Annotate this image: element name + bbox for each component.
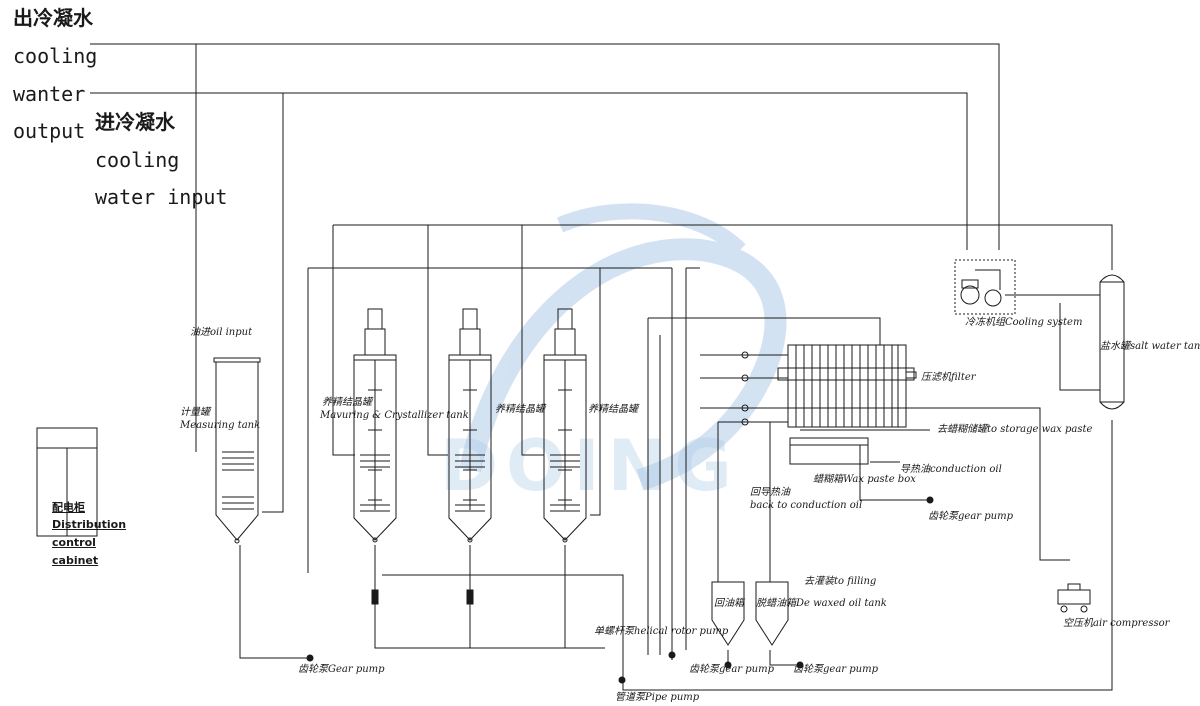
cabinet-label-en-3: cabinet [52, 554, 99, 567]
cooling-water-output-en-1: cooling [13, 44, 98, 68]
piping [90, 43, 1113, 691]
to-filling-label: 去灌装to filling [804, 576, 877, 587]
measuring-tank [213, 357, 261, 544]
salt-water-tank-label: 盐水罐salt water tank [1100, 341, 1200, 352]
cooling-water-input-zh: 进冷凝水 [95, 110, 175, 134]
cooling-water-output-en-3: output [13, 119, 86, 143]
cooling-system-unit [954, 259, 1016, 315]
cooling-water-input-en-2: water input [95, 185, 228, 209]
gear-pump-1-label: 齿轮泵Gear pump [298, 664, 385, 675]
dewaxed-oil-tank [755, 581, 789, 646]
cabinet-label-en-1: Distribution [52, 518, 127, 531]
measuring-tank-zh-label: 计量罐 [180, 407, 210, 418]
crystallizer-3-label: 养精结晶罐 [588, 404, 638, 415]
crystallizer-1-zh-label: 养精结晶罐 [322, 397, 372, 408]
air-compressor-label: 空压机air compressor [1063, 618, 1170, 629]
crystallizer-tank-3 [543, 308, 587, 543]
return-oil-tank-label: 回油箱 [714, 598, 744, 609]
dewaxed-oil-tank-label: 脱蜡油箱De waxed oil tank [756, 598, 887, 609]
cooling-water-output-en-2: wanter [13, 82, 86, 106]
crystallizer-header [333, 224, 1113, 270]
gear-pump-right-label: 齿轮泵gear pump [928, 511, 1013, 522]
back-conduction-oil-zh-label: 回导热油 [750, 487, 790, 498]
gear-pump-3-label: 齿轮泵gear pump [793, 664, 878, 675]
crystallizer-1-en-label: Mavuring & Crystallizer tank [320, 410, 469, 421]
pump-symbols [306, 496, 934, 684]
crystallizer-tank-2 [448, 308, 492, 605]
filter-press [741, 344, 917, 465]
cooling-water-input-pipe [90, 92, 968, 250]
pipe-pump-label: 管道泵Pipe pump [615, 692, 700, 703]
cooling-water-output-pipe [90, 43, 1000, 250]
cooling-water-output-zh: 出冷凝水 [13, 6, 93, 30]
cabinet-label-en-2: control [52, 536, 96, 549]
helical-rotor-pump-label: 单螺杆泵helical rotor pump [594, 626, 729, 637]
storage-wax-paste-label: 去蜡糊储罐to storage wax paste [937, 424, 1093, 435]
measuring-tank-return [262, 93, 284, 513]
gear-pump-2-label: 齿轮泵gear pump [689, 664, 774, 675]
air-compressor [1057, 583, 1091, 613]
distribution-cabinet [36, 427, 98, 537]
conduction-oil-label: 导热油conduction oil [900, 464, 1002, 475]
crystallizer-tank-1 [353, 308, 397, 605]
watermark-logo [459, 203, 787, 491]
return-oil-tank [711, 581, 745, 646]
filter-label: 压滤机filter [921, 372, 976, 383]
wax-paste-box-label: 蜡糊箱Wax paste box [813, 474, 916, 485]
salt-water-tank [1099, 274, 1125, 410]
cooling-water-input-en-1: cooling [95, 148, 180, 172]
cabinet-label-zh: 配电柜 [52, 501, 85, 514]
brine-return-pipe [1059, 303, 1100, 391]
back-conduction-oil-en-label: back to conduction oil [750, 500, 863, 511]
measuring-tank-en-label: Measuring tank [180, 420, 261, 431]
crystallizer-2-label: 养精结晶罐 [495, 404, 545, 415]
cooling-system-label: 冷冻机组Cooling system [965, 317, 1083, 328]
filter-feed-pipe [648, 317, 881, 345]
oil-input-label: 油进oil input [190, 327, 253, 338]
